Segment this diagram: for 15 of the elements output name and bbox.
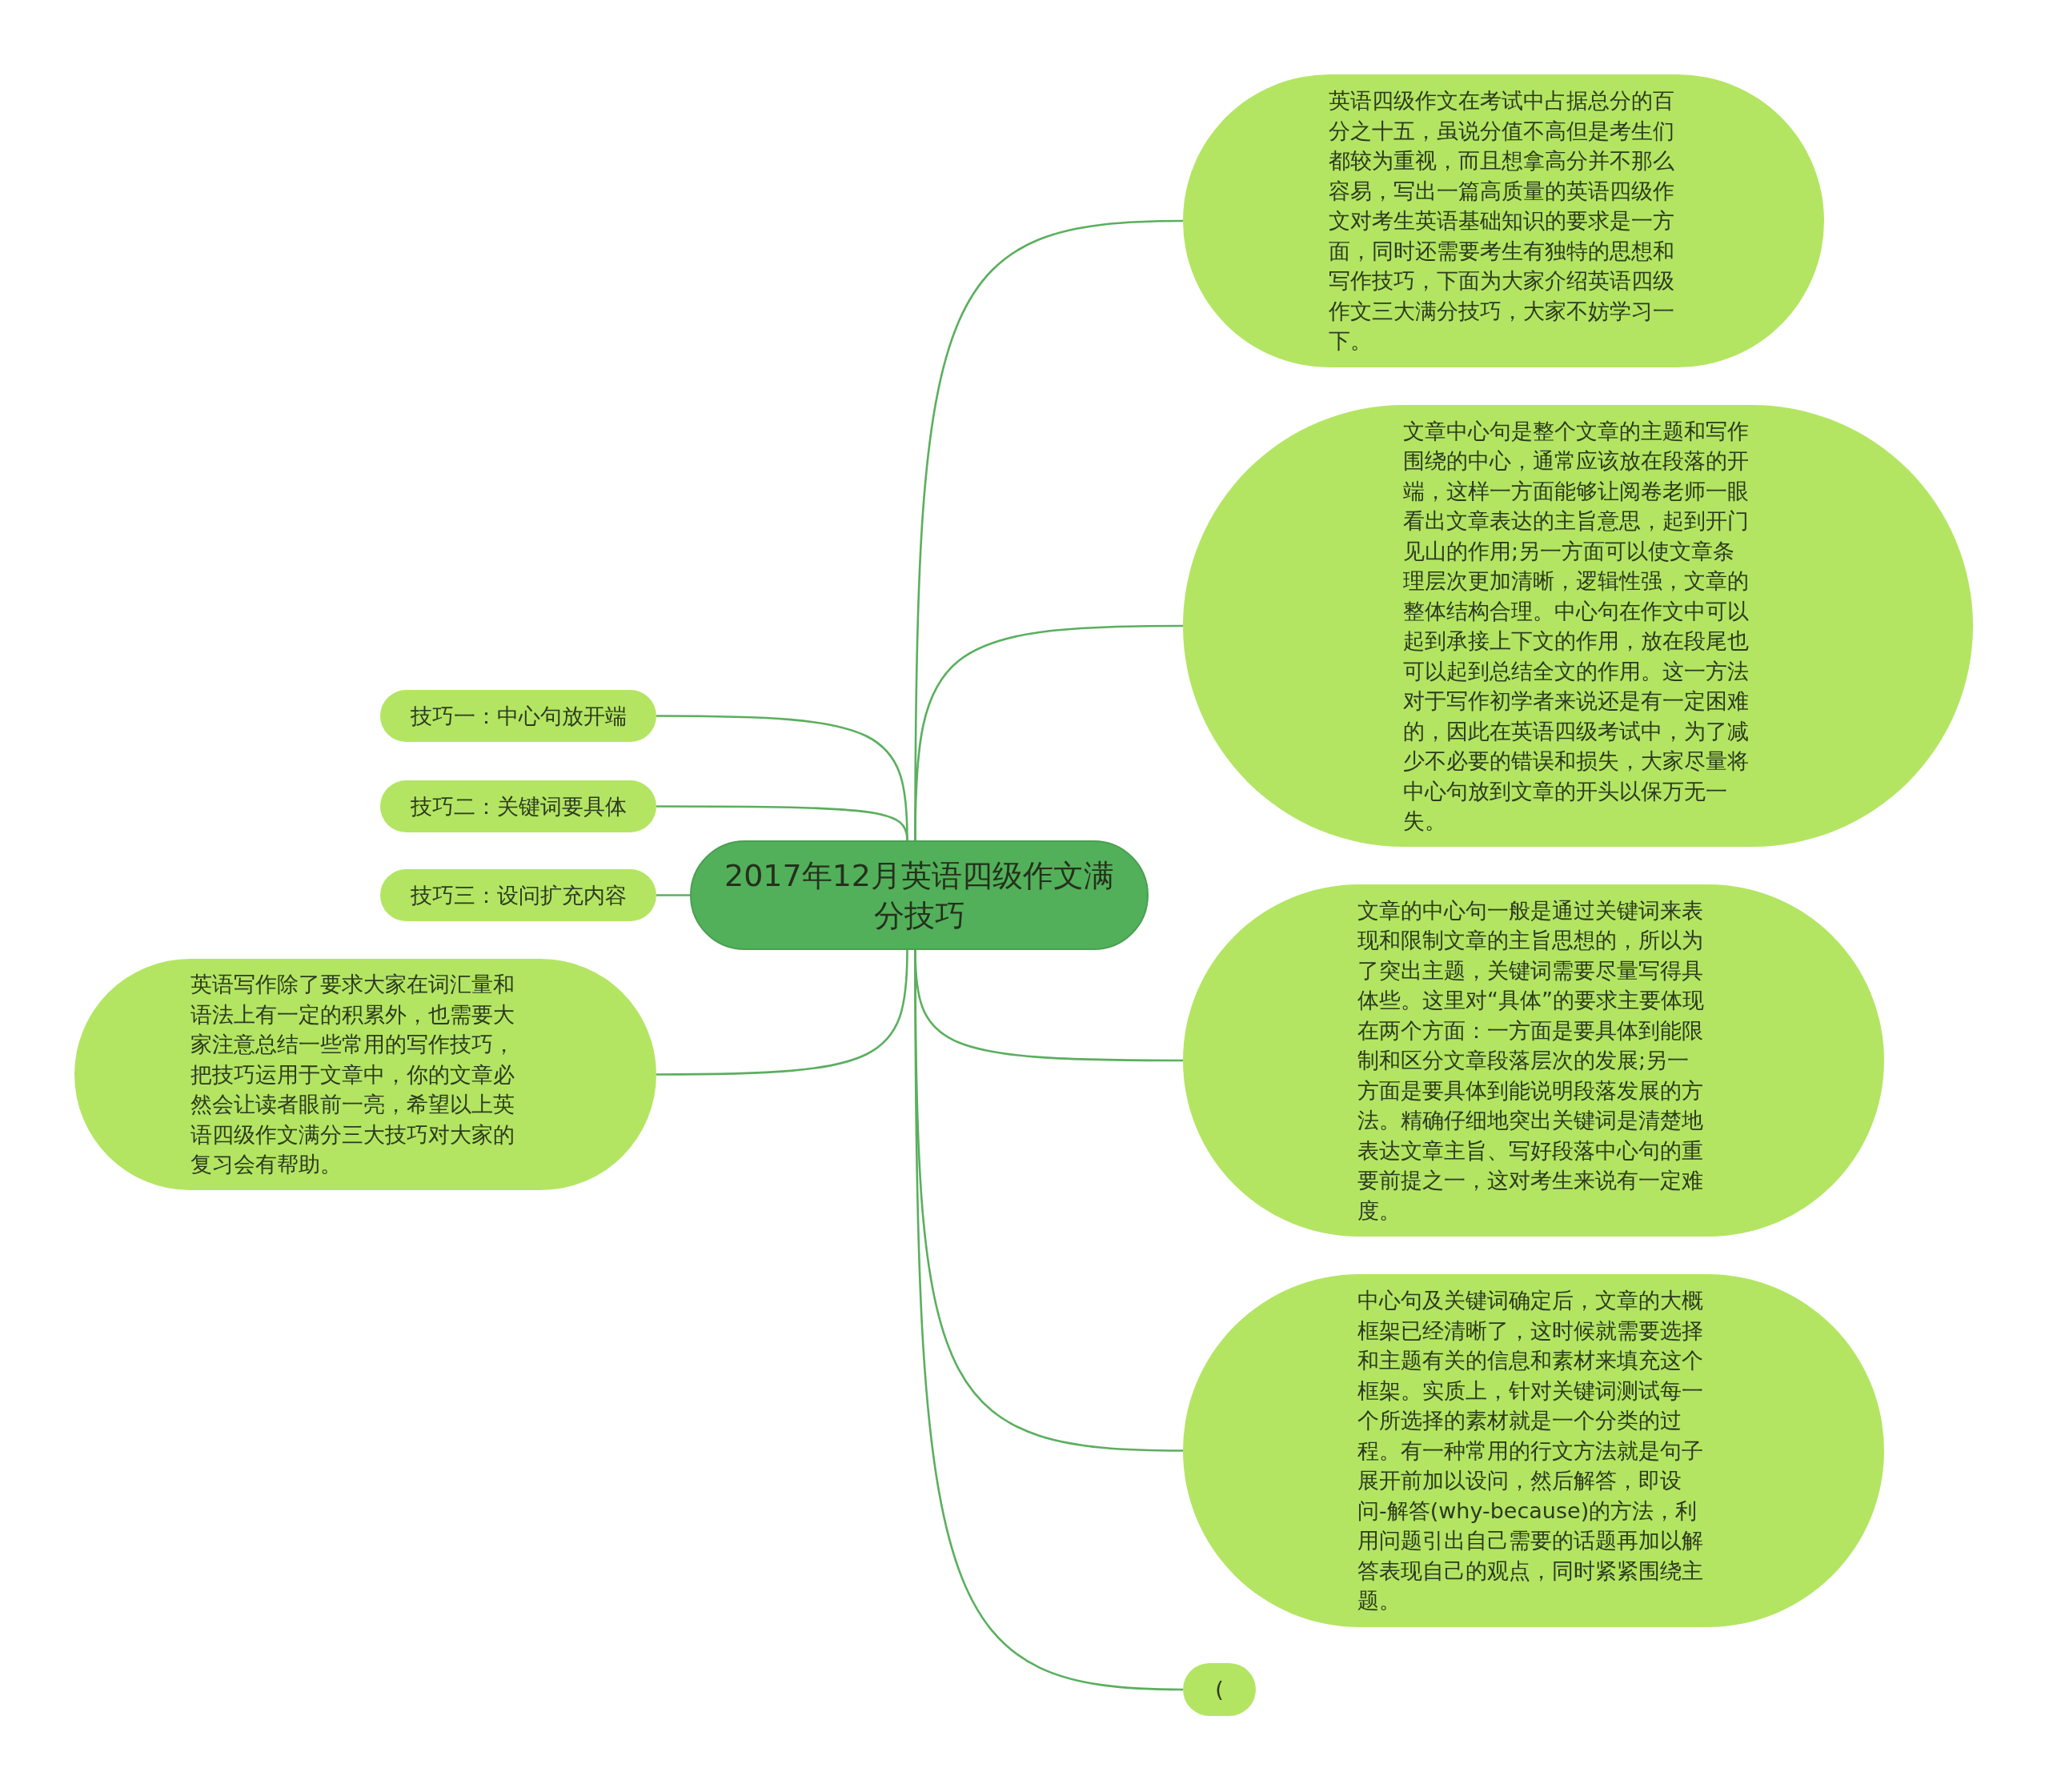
paragraph-text: 文章的中心句一般是通过关键词来表现和限制文章的主旨思想的，所以为了突出主题，关键词需要尽量写得具体些。这里对“具体”的要求主要体现在两个方面：一方面是要具体到能限制和区分文章段落层次的发展;另一方面是要具体到能说明段落发展的方法。精确仔细地突出关键词是清楚地表达文章主旨、写好段落中心句的重要前提之一，这对考生来说有一定难度。 bbox=[1357, 896, 1705, 1225]
connector-line bbox=[914, 624, 1183, 840]
connector-line bbox=[656, 805, 908, 841]
topic-title: 2017年12月英语四级作文满分技巧 bbox=[723, 856, 1116, 935]
connector-line bbox=[656, 894, 690, 896]
paragraph-text: 英语写作除了要求大家在词汇量和语法上有一定的积累外，也需要大家注意总结一些常用的写作技巧，把技巧运用于文章中，你的文章必然会让读者眼前一亮，希望以上英语四级作文满分三大技巧对大家的复习会有帮助。 bbox=[190, 971, 515, 1179]
paragraph-text: 中心句及关键词确定后，文章的大概框架已经清晰了，这时候就需要选择和主题有关的信息和素材来填充这个框架。实质上，针对关键词测试每一个所选择的素材就是一个分类的过程。有一种常用的行文方法就是句子展开前加以设问，然后解答，即设问-解答(why-because)的方法，利用问题引出自己需要的话题再加以解答表现自己的观点，同时紧紧围绕主题。 bbox=[1357, 1287, 1704, 1615]
topic-label: 技巧二：关键词要具体 bbox=[410, 792, 627, 820]
topic-label: 技巧三：设问扩充内容 bbox=[410, 881, 627, 909]
topic-label: 技巧一：中心句放开端 bbox=[410, 702, 627, 730]
paragraph-text: 文章中心句是整个文章的主题和写作围绕的中心，通常应该放在段落的开端，这样一方面能够让阅卷老师一眼看出文章表达的主旨意思，起到开门见山的作用;另一方面可以使文章条理层次更加清晰，逻辑性强，文章的整体结构合理。中心句在作文中可以起到承接上下文的作用，放在段尾也可以起到总结全文的作用。这一方法对于写作初学者来说还是有一定困难的，因此在英语四级考试中，为了减少不必要的错误和损失，大家尽量将中心句放到文章的开头以保万无一失。 bbox=[1403, 417, 1750, 835]
paragraph-text: 英语四级作文在考试中占据总分的百分之十五，虽说分值不高但是考生们都较为重视，而且想拿高分并不那么容易，写出一篇高质量的英语四级作文对考生英语基础知识的要求是一方面，同时还需要考生有独特的思想和写作技巧，下面为大家介绍英语四级作文三大满分技巧，大家不妨学习一下。 bbox=[1329, 87, 1675, 355]
topic-label: ( bbox=[1215, 1676, 1224, 1704]
connector-line bbox=[914, 950, 1184, 1691]
connector-line bbox=[656, 949, 908, 1076]
